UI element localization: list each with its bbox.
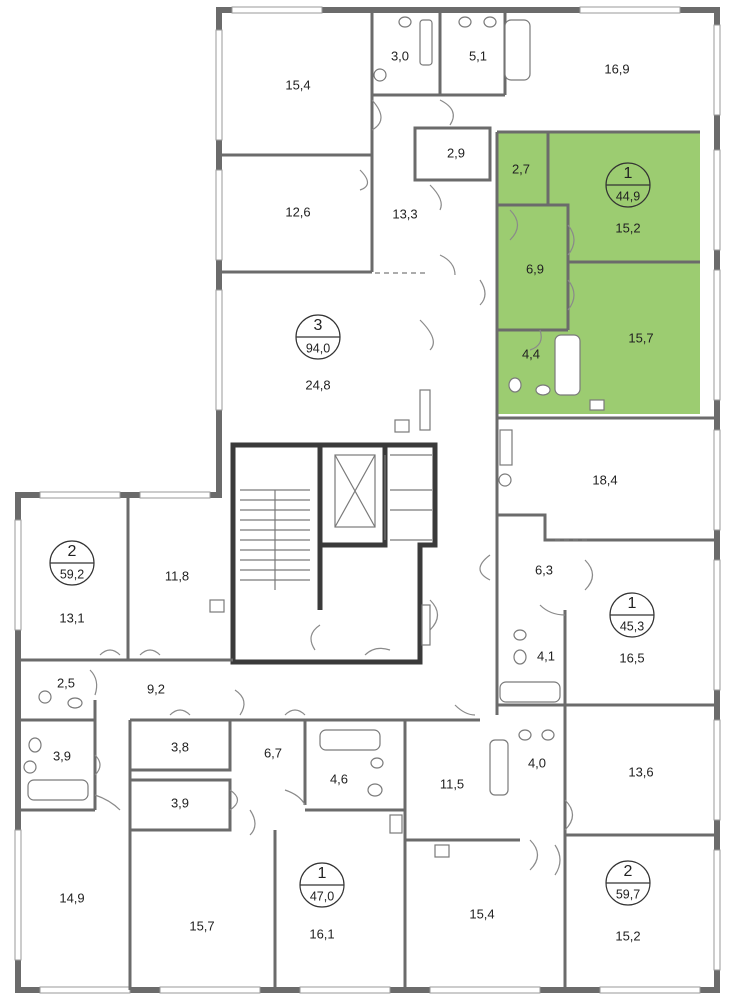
doors bbox=[89, 99, 594, 876]
apartment-badge-2-59-7[interactable]: 2 59,7 bbox=[605, 860, 651, 906]
bathroom-fixtures bbox=[23, 16, 605, 858]
room-area-label: 6,3 bbox=[535, 562, 553, 577]
interior-walls bbox=[18, 10, 717, 990]
room-area-label: 3,0 bbox=[391, 48, 409, 63]
room-area-label: 4,6 bbox=[330, 771, 348, 786]
apartment-area: 47,0 bbox=[310, 889, 334, 903]
outer-walls bbox=[15, 7, 720, 993]
room-area-label: 24,8 bbox=[305, 377, 330, 392]
room-area-label: 3,8 bbox=[171, 739, 189, 754]
apartment-rooms: 3 bbox=[314, 317, 323, 334]
apartment-rooms: 1 bbox=[628, 595, 637, 612]
room-area-label: 13,3 bbox=[392, 206, 417, 221]
apartment-area: 45,3 bbox=[620, 619, 644, 633]
room-area-label: 16,5 bbox=[619, 650, 644, 665]
apartment-badges: 3 94,0 1 44,9 2 59,2 1 45,3 1 47,0 bbox=[49, 162, 655, 908]
room-area-label: 12,6 bbox=[285, 204, 310, 219]
room-area-label: 14,9 bbox=[59, 890, 84, 905]
apartment-badge-2-59-2[interactable]: 2 59,2 bbox=[49, 540, 95, 586]
room-area-label: 16,1 bbox=[309, 926, 334, 941]
room-area-label: 13,1 bbox=[59, 610, 84, 625]
windows bbox=[14, 6, 721, 994]
apartment-area: 94,0 bbox=[306, 341, 330, 355]
room-labels: 15,4 3,0 5,1 16,9 2,9 12,6 13,3 24,8 2,7… bbox=[53, 48, 654, 943]
room-area-label: 15,7 bbox=[628, 330, 653, 345]
room-area-label: 13,6 bbox=[628, 764, 653, 779]
room-area-label: 6,7 bbox=[264, 745, 282, 760]
room-area-label: 16,9 bbox=[604, 61, 629, 76]
room-area-label: 15,4 bbox=[469, 906, 494, 921]
room-area-label: 15,2 bbox=[615, 928, 640, 943]
apartment-rooms: 1 bbox=[318, 865, 327, 882]
apartment-rooms: 2 bbox=[68, 543, 77, 560]
room-area-label: 9,2 bbox=[147, 681, 165, 696]
apartment-area: 59,2 bbox=[60, 567, 84, 581]
staircase bbox=[240, 454, 376, 590]
room-area-label: 15,2 bbox=[615, 220, 640, 235]
apartment-badge-3-94[interactable]: 3 94,0 bbox=[295, 314, 341, 360]
room-area-label: 15,4 bbox=[285, 77, 310, 92]
room-area-label: 4,1 bbox=[537, 648, 555, 663]
apartment-area: 44,9 bbox=[616, 189, 640, 203]
room-area-label: 4,0 bbox=[528, 755, 546, 770]
room-area-label: 3,9 bbox=[53, 748, 71, 763]
room-area-label: 3,9 bbox=[171, 795, 189, 810]
room-area-label: 2,7 bbox=[512, 161, 530, 176]
room-area-label: 2,9 bbox=[447, 145, 465, 160]
room-area-label: 11,5 bbox=[440, 776, 464, 791]
room-area-label: 6,9 bbox=[526, 261, 544, 276]
apartment-badge-1-45[interactable]: 1 45,3 bbox=[609, 592, 655, 638]
apartment-badge-1-44[interactable]: 1 44,9 bbox=[605, 162, 651, 208]
room-area-label: 4,4 bbox=[522, 346, 540, 361]
room-area-label: 2,5 bbox=[57, 675, 75, 690]
room-area-label: 5,1 bbox=[469, 48, 487, 63]
apartment-rooms: 2 bbox=[624, 863, 633, 880]
room-area-label: 15,7 bbox=[189, 918, 214, 933]
room-area-label: 18,4 bbox=[592, 472, 617, 487]
apartment-rooms: 1 bbox=[624, 165, 633, 182]
apartment-area: 59,7 bbox=[616, 887, 640, 901]
apartment-badge-1-47[interactable]: 1 47,0 bbox=[299, 862, 345, 908]
room-area-label: 11,8 bbox=[165, 568, 189, 583]
